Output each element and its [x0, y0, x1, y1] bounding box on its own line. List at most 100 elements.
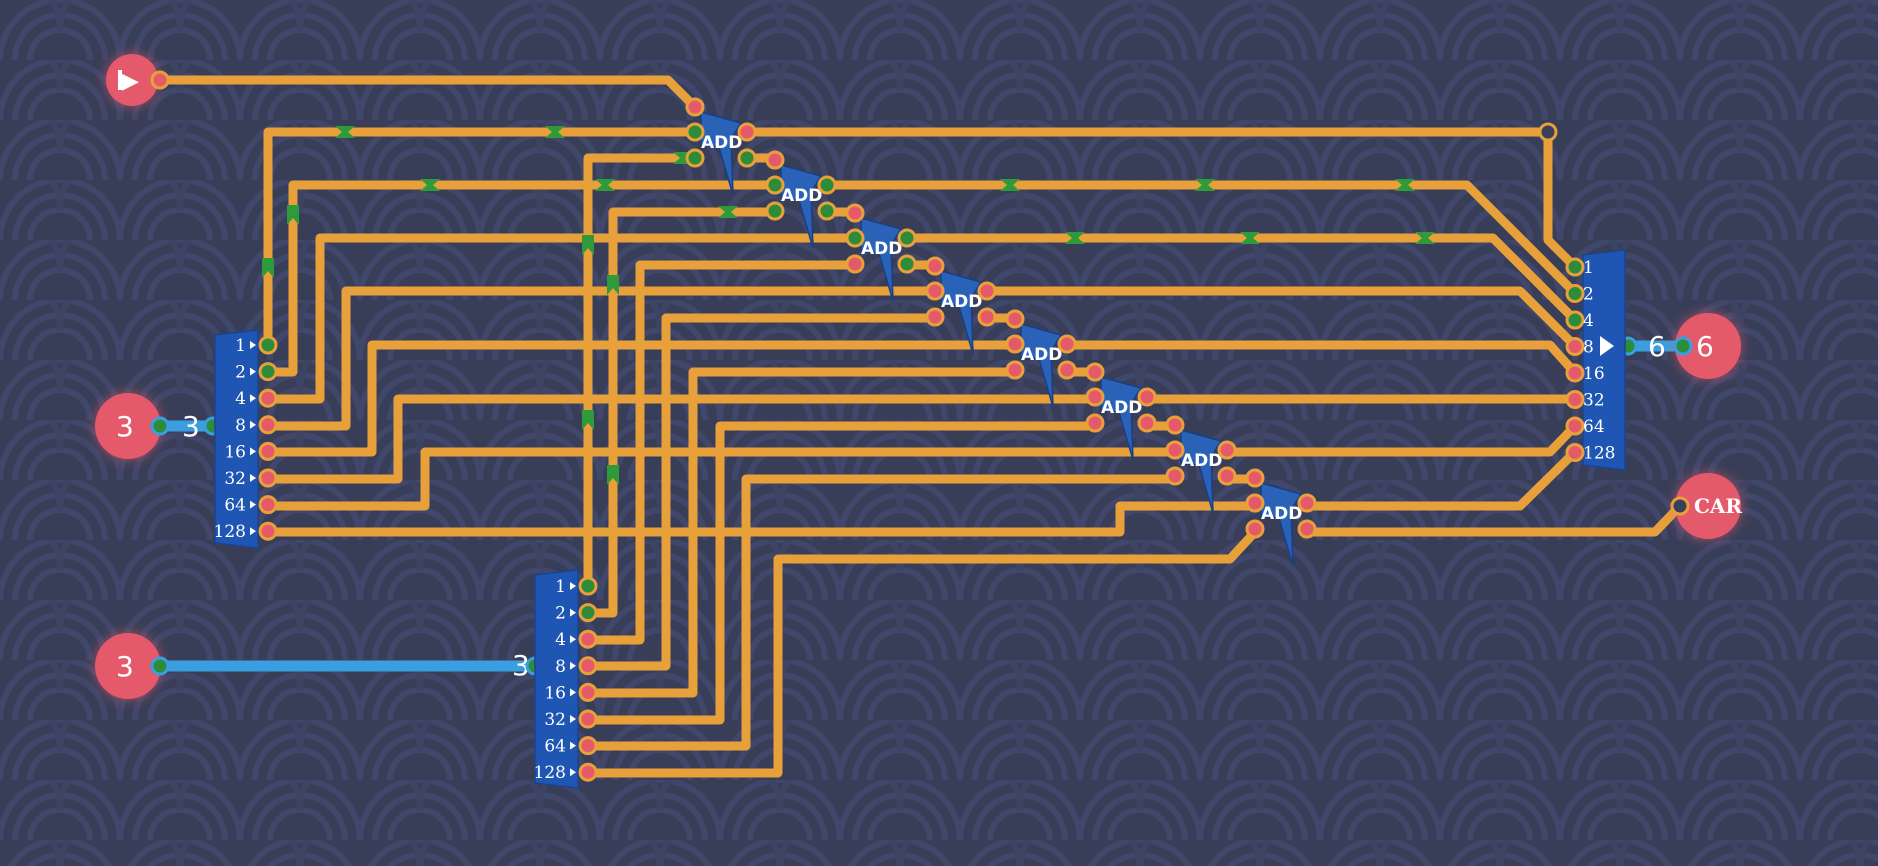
- adder-b-pin[interactable]: [1085, 413, 1105, 433]
- adder-6[interactable]: ADD: [1085, 362, 1157, 461]
- split-b-pin-32[interactable]: [578, 709, 598, 729]
- adder-sum-pin[interactable]: [817, 175, 837, 195]
- adder-b-pin[interactable]: [845, 254, 865, 274]
- wire-b-bit1[interactable]: [583, 153, 700, 591]
- wire-a-bit16[interactable]: [263, 340, 1020, 457]
- adder-a-pin[interactable]: [1165, 440, 1185, 460]
- join-pin-4[interactable]: [1565, 310, 1585, 330]
- adder-a-pin[interactable]: [1245, 493, 1265, 513]
- adder-b-pin[interactable]: [925, 307, 945, 327]
- adder-3[interactable]: ADD: [845, 203, 917, 302]
- split-a-pin-8[interactable]: [258, 415, 278, 435]
- split-b-pin-2[interactable]: [578, 603, 598, 623]
- split-b-pin-1[interactable]: [578, 576, 598, 596]
- adder-carry-out-pin[interactable]: [817, 201, 837, 221]
- adder-carry-in-pin[interactable]: [1165, 415, 1185, 435]
- wire-b-bit2[interactable]: [583, 207, 780, 618]
- adder-sum-pin[interactable]: [1217, 440, 1237, 460]
- adder-1[interactable]: ADD: [685, 97, 757, 196]
- adder-carry-out-pin[interactable]: [1217, 466, 1237, 486]
- adder-sum-pin[interactable]: [897, 228, 917, 248]
- adder-a-pin[interactable]: [845, 228, 865, 248]
- adder-2[interactable]: ADD: [765, 150, 837, 249]
- join-pin-128[interactable]: [1565, 443, 1585, 462]
- wire-b-bit128[interactable]: [583, 527, 1260, 778]
- adder-a-pin[interactable]: [925, 281, 945, 301]
- wire-sum-bit4[interactable]: [902, 233, 1580, 325]
- adder-carry-out-pin[interactable]: [1297, 519, 1317, 539]
- carry-in-wire[interactable]: [155, 75, 700, 112]
- adder-carry-in-pin[interactable]: [845, 203, 865, 223]
- split-a-pin-32[interactable]: [258, 468, 278, 488]
- split-a-pin-1[interactable]: [258, 335, 278, 355]
- split-a-pin-16[interactable]: [258, 441, 278, 461]
- split-b-pin-16[interactable]: [578, 682, 598, 702]
- adder-carry-in-pin[interactable]: [1245, 468, 1265, 488]
- adder-carry-in-pin[interactable]: [685, 97, 705, 117]
- join-pin-32[interactable]: [1565, 390, 1585, 409]
- join-pin-8[interactable]: [1565, 337, 1585, 356]
- clock-input[interactable]: ▶: [106, 54, 170, 106]
- join-pin-16[interactable]: [1565, 363, 1585, 383]
- carry-output[interactable]: CAR: [1670, 473, 1742, 539]
- wire-a-bit32[interactable]: [263, 394, 1100, 484]
- adder-carry-out-pin[interactable]: [1137, 413, 1157, 433]
- adder-5[interactable]: ADD: [1005, 309, 1077, 408]
- split-a-pin-64[interactable]: [258, 495, 278, 515]
- adder-a-pin[interactable]: [1085, 387, 1105, 407]
- adder-sum-pin[interactable]: [737, 122, 757, 142]
- adder-4[interactable]: ADD: [925, 256, 997, 355]
- adder-carry-out-pin[interactable]: [977, 307, 997, 327]
- join-pin-2[interactable]: [1565, 284, 1585, 303]
- adder-a-pin[interactable]: [685, 122, 705, 142]
- adder-8[interactable]: ADD: [1245, 468, 1317, 567]
- join-pin-1[interactable]: [1565, 257, 1585, 277]
- wire-b-bit64[interactable]: [583, 474, 1180, 751]
- adder-sum-pin[interactable]: [1057, 334, 1077, 354]
- adder-b-pin[interactable]: [1245, 519, 1265, 539]
- wire-sum-bit16[interactable]: [1062, 340, 1580, 378]
- split-a-pin-4[interactable]: [258, 388, 278, 408]
- wire-b-bit4[interactable]: [583, 260, 860, 645]
- split-b-pin-4[interactable]: [578, 629, 598, 649]
- adder-carry-out-pin[interactable]: [737, 148, 757, 168]
- wire-b-bit16[interactable]: [583, 367, 1020, 698]
- adder-carry-out-pin[interactable]: [1057, 360, 1077, 380]
- adder-7[interactable]: ADD: [1165, 415, 1237, 514]
- adder-carry-in-pin[interactable]: [1085, 362, 1105, 382]
- wire-sum-bit128[interactable]: [1302, 447, 1580, 511]
- wire-junction[interactable]: [1538, 122, 1558, 142]
- wire-b-bit8[interactable]: [583, 313, 940, 671]
- split-a-pin-128[interactable]: [258, 521, 278, 541]
- wire-sum-bit64[interactable]: [1222, 421, 1580, 457]
- output-sum[interactable]: 6 6: [1618, 313, 1741, 379]
- wire-sum-bit8[interactable]: [982, 286, 1580, 351]
- adder-b-pin[interactable]: [1005, 360, 1025, 380]
- carry-out-wire[interactable]: [1302, 501, 1685, 537]
- join-pin-64[interactable]: [1565, 416, 1585, 436]
- split-b-pin-8[interactable]: [578, 656, 598, 676]
- wire-sum-bit1[interactable]: [742, 127, 1580, 272]
- adder-carry-in-pin[interactable]: [765, 150, 785, 170]
- input-a[interactable]: 3 3: [95, 393, 223, 459]
- adder-b-pin[interactable]: [685, 148, 705, 168]
- wire-a-bit2[interactable]: [263, 180, 780, 377]
- wire-b-bit32[interactable]: [583, 421, 1100, 725]
- adder-carry-out-pin[interactable]: [897, 254, 917, 274]
- adder-a-pin[interactable]: [765, 175, 785, 195]
- adder-b-pin[interactable]: [765, 201, 785, 221]
- wire-a-bit64[interactable]: [263, 447, 1180, 511]
- adder-b-pin[interactable]: [1165, 466, 1185, 486]
- adder-sum-pin[interactable]: [1137, 387, 1157, 407]
- adder-sum-pin[interactable]: [977, 281, 997, 301]
- adder-a-pin[interactable]: [1005, 334, 1025, 354]
- adder-carry-in-pin[interactable]: [925, 256, 945, 276]
- split-a-pin-2[interactable]: [258, 362, 278, 382]
- adder-sum-pin[interactable]: [1297, 493, 1317, 513]
- split-b-pin-64[interactable]: [578, 736, 598, 756]
- adder-carry-in-pin[interactable]: [1005, 309, 1025, 329]
- wire-sum-bit2[interactable]: [822, 180, 1580, 298]
